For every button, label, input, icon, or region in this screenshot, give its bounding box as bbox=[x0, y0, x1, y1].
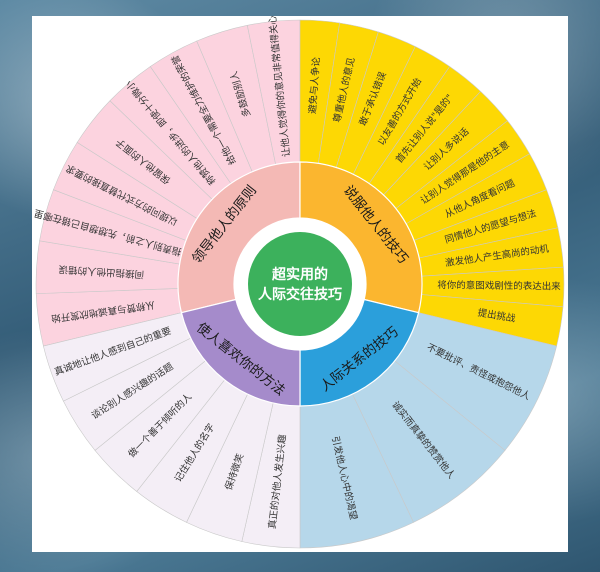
wedge-label-principles-2: 间接指出他人的错误 bbox=[58, 263, 145, 280]
inner-ring: 领导他人的原则说服他人的技巧人际关系的技巧使人喜欢你的方法 bbox=[177, 161, 423, 407]
wedge-label-persuade-1: 避免与人争论 bbox=[306, 56, 322, 114]
diagram-card: 从称赞与真诚地欣赏开始间接指出他人的错误指责别人之前，先想想自己错在哪里以提问的… bbox=[32, 16, 568, 552]
center-circle bbox=[248, 232, 352, 336]
outer-ring: 从称赞与真诚地欣赏开始间接指出他人的错误指责别人之前，先想想自己错在哪里以提问的… bbox=[33, 16, 565, 549]
center-hub: 超实用的 人际交往技巧 bbox=[234, 218, 366, 350]
center-title-line-1: 超实用的 bbox=[271, 266, 328, 283]
center-title-line-2: 人际交往技巧 bbox=[258, 286, 342, 303]
radial-mindmap: 从称赞与真诚地欣赏开始间接指出他人的错误指责别人之前，先想想自己错在哪里以提问的… bbox=[33, 16, 565, 549]
wedge-label-persuade-11: 将你的意图戏剧性的表达出来 bbox=[437, 279, 561, 292]
